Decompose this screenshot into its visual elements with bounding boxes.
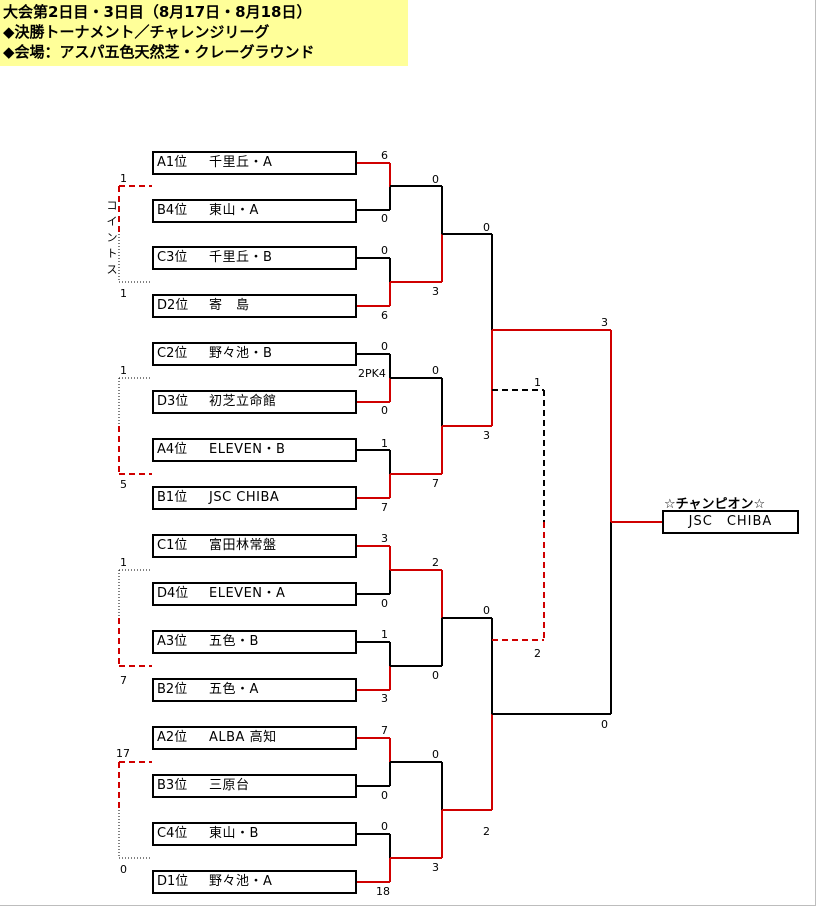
team-rank: A3位 xyxy=(157,634,188,649)
match-score: 1 xyxy=(381,437,388,450)
match-score: 0 xyxy=(381,789,388,802)
team-rank: C1位 xyxy=(157,538,188,553)
match-score: 7 xyxy=(381,501,388,514)
match-score: 1 xyxy=(381,628,388,641)
team-entry: C1位 富田林常盤 xyxy=(152,534,357,558)
challenge-score: 1 xyxy=(120,364,127,377)
team-name: 富田林常盤 xyxy=(209,538,277,553)
team-name: 千里丘・B xyxy=(209,250,273,265)
match-score: 3 xyxy=(432,861,439,874)
team-name: 五色・B xyxy=(209,634,259,649)
match-score: 0 xyxy=(432,669,439,682)
match-score: 6 xyxy=(381,309,388,322)
challenge-score: 2 xyxy=(534,647,541,660)
team-entry: C2位 野々池・B xyxy=(152,342,357,366)
team-name: ALBA 高知 xyxy=(209,730,277,745)
team-name: 初芝立命館 xyxy=(209,394,277,409)
match-score: 7 xyxy=(381,724,388,737)
match-score: 0 xyxy=(381,244,388,257)
team-entry: A1位 千里丘・A xyxy=(152,151,357,175)
match-score: 6 xyxy=(381,149,388,162)
team-entry: C4位 東山・B xyxy=(152,822,357,846)
team-rank: B1位 xyxy=(157,490,188,505)
team-rank: A1位 xyxy=(157,155,188,170)
team-entry: A3位 五色・B xyxy=(152,630,357,654)
match-score: 0 xyxy=(381,820,388,833)
team-entry: A2位 ALBA 高知 xyxy=(152,726,357,750)
team-name: 千里丘・A xyxy=(209,155,273,170)
team-entry: D4位 ELEVEN・A xyxy=(152,582,357,606)
team-rank: D3位 xyxy=(157,394,189,409)
team-rank: B2位 xyxy=(157,682,188,697)
team-name: ELEVEN・A xyxy=(209,586,286,601)
header-line-venue: ◆会場：アスパ五色天然芝・クレーグラウンド xyxy=(3,43,315,61)
team-rank: D1位 xyxy=(157,874,189,889)
match-score: 2PK4 xyxy=(358,367,386,380)
team-name: ELEVEN・B xyxy=(209,442,286,457)
match-score: 0 xyxy=(381,212,388,225)
tournament-header: 大会第2日目・3日目（8月17日・8月18日） ◆決勝トーナメント／チャレンジリ… xyxy=(0,0,408,66)
team-entry: D3位 初芝立命館 xyxy=(152,390,357,414)
team-entry: B1位 JSC CHIBA xyxy=(152,486,357,510)
team-rank: D4位 xyxy=(157,586,189,601)
team-name: 東山・B xyxy=(209,826,259,841)
match-score: 0 xyxy=(381,340,388,353)
match-score: 3 xyxy=(381,532,388,545)
match-score: 0 xyxy=(483,604,490,617)
match-score: 3 xyxy=(483,429,490,442)
match-score: 0 xyxy=(432,364,439,377)
match-score: 0 xyxy=(601,718,608,731)
match-score: 0 xyxy=(432,173,439,186)
team-name: 東山・A xyxy=(209,203,259,218)
challenge-score: 1 xyxy=(120,287,127,300)
team-entry: D2位 寄 島 xyxy=(152,294,357,318)
challenge-score: 1 xyxy=(120,556,127,569)
team-entry: C3位 千里丘・B xyxy=(152,246,357,270)
team-entry: B3位 三原台 xyxy=(152,774,357,798)
team-rank: A4位 xyxy=(157,442,188,457)
match-score: 3 xyxy=(381,692,388,705)
match-score: 0 xyxy=(381,597,388,610)
champion-title: ☆チャンピオン☆ xyxy=(664,497,766,512)
team-rank: A2位 xyxy=(157,730,188,745)
team-entry: D1位 野々池・A xyxy=(152,870,357,894)
team-entry: B2位 五色・A xyxy=(152,678,357,702)
match-score: 0 xyxy=(432,748,439,761)
challenge-score: 7 xyxy=(120,674,127,687)
team-rank: B3位 xyxy=(157,778,188,793)
team-name: 三原台 xyxy=(209,778,250,793)
match-score: 2 xyxy=(483,825,490,838)
team-rank: C3位 xyxy=(157,250,188,265)
team-rank: B4位 xyxy=(157,203,188,218)
match-score: 2 xyxy=(432,556,439,569)
team-name: 寄 島 xyxy=(209,298,250,313)
champion-name: JSC CHIBA xyxy=(662,510,799,534)
header-line-dates: 大会第2日目・3日目（8月17日・8月18日） xyxy=(3,3,312,21)
team-entry: B4位 東山・A xyxy=(152,199,357,223)
challenge-score: 0 xyxy=(120,863,127,876)
team-name: 野々池・A xyxy=(209,874,273,889)
match-score: 0 xyxy=(381,404,388,417)
match-score: 3 xyxy=(601,316,608,329)
team-entry: A4位 ELEVEN・B xyxy=(152,438,357,462)
challenge-score: 1 xyxy=(120,172,127,185)
team-name: 五色・A xyxy=(209,682,259,697)
team-rank: C2位 xyxy=(157,346,188,361)
match-score: 7 xyxy=(432,477,439,490)
match-score: 18 xyxy=(376,885,390,898)
team-name: JSC CHIBA xyxy=(209,490,280,505)
team-name: 野々池・B xyxy=(209,346,273,361)
challenge-score: 5 xyxy=(120,478,127,491)
challenge-score: 17 xyxy=(116,747,130,760)
coin-toss-label: コイントス xyxy=(106,199,118,276)
header-line-tournament: ◆決勝トーナメント／チャレンジリーグ xyxy=(3,23,270,41)
challenge-score: 1 xyxy=(534,376,541,389)
team-rank: C4位 xyxy=(157,826,188,841)
match-score: 0 xyxy=(483,221,490,234)
team-rank: D2位 xyxy=(157,298,189,313)
match-score: 3 xyxy=(432,285,439,298)
